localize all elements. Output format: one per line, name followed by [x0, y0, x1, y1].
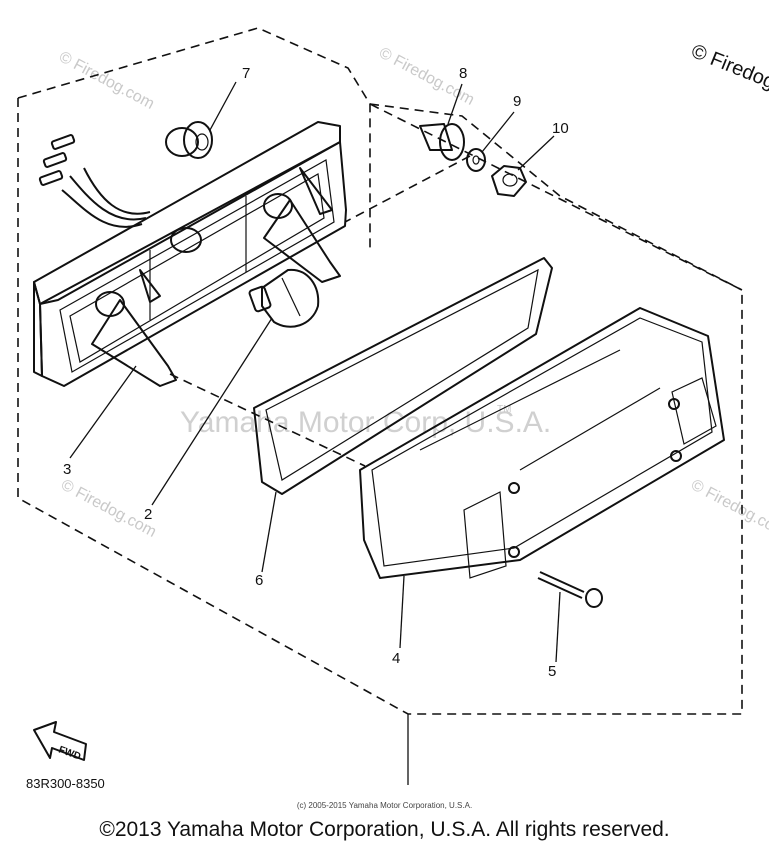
- hardware-group-outline: [369, 103, 743, 291]
- bulb: [248, 268, 320, 328]
- tail-light-lens: [359, 307, 725, 579]
- watermark-firedog-1: © Firedog.com: [56, 49, 157, 113]
- screw: [537, 571, 603, 608]
- leader-8: [447, 83, 463, 125]
- callout-10: 10: [552, 120, 569, 137]
- callout-8: 8: [459, 65, 467, 82]
- callout-4: 4: [392, 650, 400, 667]
- watermark-firedog-4: © Firedog.com: [688, 477, 769, 541]
- watermark-firedog-corner: © Firedog: [688, 40, 769, 93]
- copyright-notice: ©2013 Yamaha Motor Corporation, U.S.A. A…: [99, 818, 670, 841]
- callout-6: 6: [255, 572, 263, 589]
- watermark-tm: TM: [497, 404, 511, 415]
- leader-6: [261, 491, 277, 573]
- watermark-yamaha-center: Yamaha Motor Corp, U.S.A.: [180, 406, 551, 439]
- callout-2: 2: [144, 506, 152, 523]
- leader-4: [399, 575, 405, 649]
- spacer-collar: [419, 123, 465, 161]
- assembly-boundary-outline: [17, 98, 743, 715]
- callout-5: 5: [548, 663, 556, 680]
- tail-light-housing: [33, 121, 347, 387]
- lens-mount-dashline: [169, 373, 366, 467]
- leader-5: [555, 591, 561, 663]
- nut-stud-dashline: [344, 155, 471, 223]
- leader-9: [481, 111, 515, 153]
- callout-3: 3: [63, 461, 71, 478]
- bracket-boundary-upper: [17, 27, 371, 250]
- leader-3: [69, 365, 137, 459]
- leader-7: [209, 81, 237, 131]
- grommet: [165, 121, 213, 159]
- leader-10: [517, 135, 555, 171]
- gasket: [253, 257, 553, 495]
- leader-2: [151, 317, 273, 506]
- small-copyright: (c) 2005-2015 Yamaha Motor Corporation, …: [296, 801, 473, 810]
- washer: [466, 148, 486, 172]
- callout-7: 7: [242, 65, 250, 82]
- part-number: 83R300-8350: [26, 776, 105, 791]
- callout-9: 9: [513, 93, 521, 110]
- hex-nut: [491, 165, 527, 197]
- forward-arrow-icon: FWD: [33, 721, 87, 763]
- fwd-label: FWD: [57, 744, 82, 762]
